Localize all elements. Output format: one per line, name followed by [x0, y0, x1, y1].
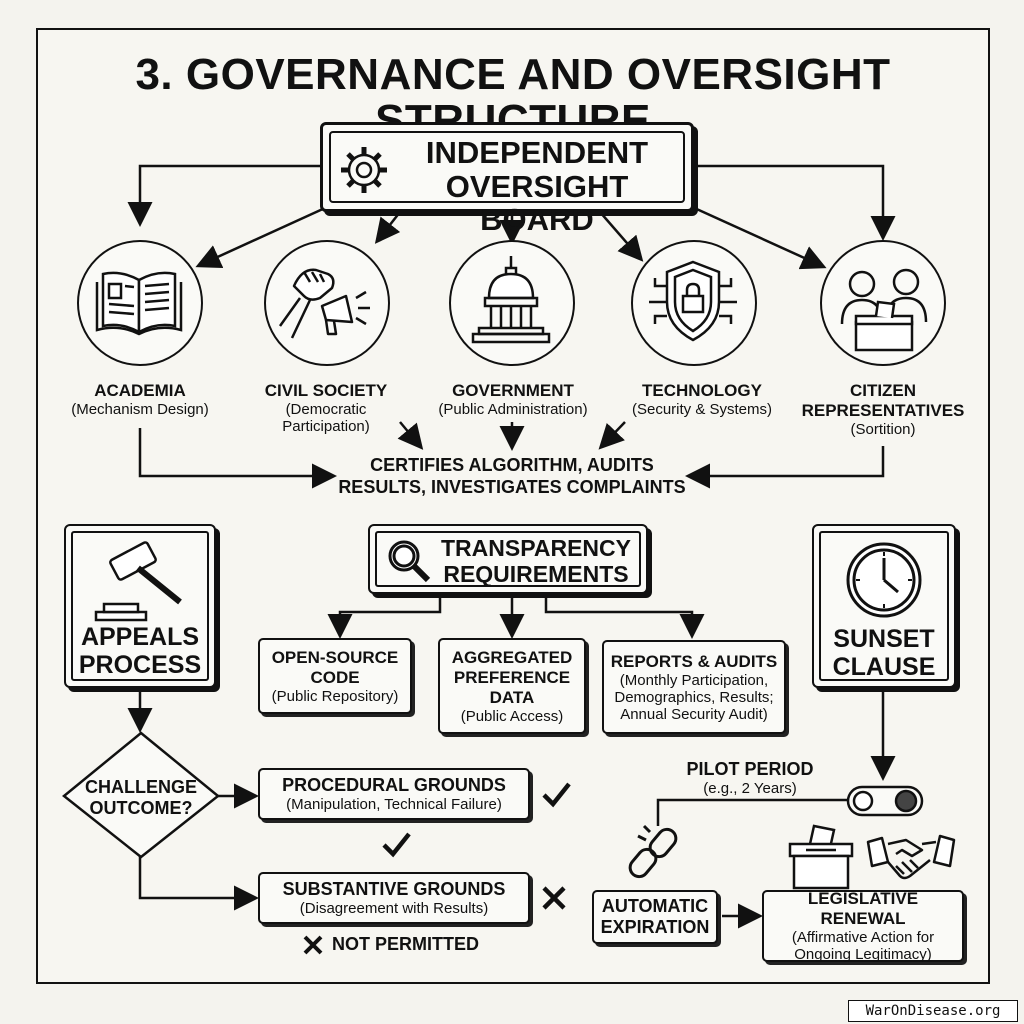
sunset-title-2: CLAUSE [832, 653, 936, 681]
aggregated-l2: PREFERENCE [453, 667, 571, 687]
toggle-switch-icon [846, 785, 924, 817]
civil-society-detail-2: Participation) [282, 418, 370, 435]
substantive-detail: (Disagreement with Results) [299, 900, 489, 917]
renewal-l2: Ongoing Legitimacy) [794, 946, 932, 963]
pilot-period-line1: PILOT PERIOD [686, 759, 814, 779]
academia-circle [77, 240, 203, 366]
open-source-l1: OPEN-SOURCE [271, 647, 399, 667]
watermark-badge: WarOnDisease.org [848, 1000, 1018, 1022]
civil-society-detail-1: (Democratic [285, 401, 367, 418]
reports-l1: REPORTS & AUDITS [610, 651, 778, 671]
open-source-l2: CODE [310, 667, 360, 687]
challenge-diamond [62, 731, 220, 859]
clock-icon [846, 542, 922, 618]
academia-name: ACADEMIA [94, 381, 186, 400]
checkmark-icon [542, 782, 571, 808]
challenge-line2: OUTCOME? [89, 798, 193, 818]
shield-lock-icon [649, 260, 737, 342]
broken-chain-icon [628, 824, 678, 879]
renewal-l1: (Affirmative Action for [791, 929, 935, 946]
automatic-l2: EXPIRATION [600, 917, 710, 937]
renewal-title: LEGISLATIVE RENEWAL [807, 889, 919, 928]
substantive-title: SUBSTANTIVE GROUNDS [282, 879, 506, 899]
magnifier-icon [388, 540, 431, 583]
procedural-detail: (Manipulation, Technical Failure) [286, 796, 502, 813]
gear-icon [341, 147, 387, 193]
aggregated-s1: (Public Access) [460, 707, 564, 725]
certifies-line2: RESULTS, INVESTIGATES COMPLAINTS [338, 477, 686, 497]
legislative-renewal-box: LEGISLATIVE RENEWAL (Affirmative Action … [762, 889, 964, 963]
board-title-line1: INDEPENDENT [425, 135, 649, 170]
citizen-detail: (Sortition) [850, 421, 916, 438]
appeals-title-2: PROCESS [78, 651, 202, 679]
transparency-title-1: TRANSPARENCY [441, 535, 631, 561]
transparency-box: TRANSPARENCY REQUIREMENTS [368, 524, 648, 594]
technology-label: TECHNOLOGY (Security & Systems) [612, 381, 792, 418]
procedural-title: PROCEDURAL GROUNDS [282, 775, 506, 795]
sunset-title-1: SUNSET [833, 625, 935, 653]
aggregated-l1: AGGREGATED [451, 647, 573, 667]
government-detail: (Public Administration) [438, 401, 588, 418]
oversight-board-box: INDEPENDENT OVERSIGHT BOARD [320, 122, 694, 235]
automatic-expiration-box: AUTOMATIC EXPIRATION [592, 890, 718, 944]
transparency-title-2: REQUIREMENTS [443, 561, 629, 587]
ballot-box-icon [788, 824, 854, 890]
appeals-box: APPEALS PROCESS [64, 524, 216, 688]
technology-circle [631, 240, 757, 366]
technology-name: TECHNOLOGY [642, 381, 762, 400]
civil-society-name: CIVIL SOCIETY [264, 381, 388, 400]
citizen-name-2: REPRESENTATIVES [801, 401, 965, 420]
handshake-icon [866, 834, 956, 880]
certifies-line1: CERTIFIES ALGORITHM, AUDITS [370, 455, 654, 475]
reports-s1: (Monthly Participation, [619, 671, 769, 689]
aggregated-data-box: AGGREGATED PREFERENCE DATA (Public Acces… [438, 638, 586, 734]
sunset-box: SUNSET CLAUSE [812, 524, 956, 688]
cross-icon [303, 935, 323, 955]
people-ballot-icon [840, 268, 928, 352]
citizen-label: CITIZEN REPRESENTATIVES (Sortition) [798, 381, 968, 438]
citizen-circle [820, 240, 946, 366]
reports-s3: Annual Security Audit) [620, 705, 768, 723]
checkmark-icon [382, 832, 411, 858]
technology-detail: (Security & Systems) [631, 401, 773, 418]
government-name: GOVERNMENT [452, 381, 574, 400]
not-permitted-label: NOT PERMITTED [332, 934, 479, 954]
cross-icon [542, 886, 566, 910]
gavel-icon [94, 541, 182, 622]
pilot-period-line2: (e.g., 2 Years) [703, 780, 797, 797]
government-label: GOVERNMENT (Public Administration) [416, 381, 610, 418]
open-source-s1: (Public Repository) [271, 687, 399, 705]
open-source-box: OPEN-SOURCE CODE (Public Repository) [258, 638, 412, 714]
civil-society-label: CIVIL SOCIETY (Democratic Participation) [246, 381, 406, 435]
aggregated-l3: DATA [489, 687, 535, 707]
procedural-box: PROCEDURAL GROUNDS (Manipulation, Techni… [258, 768, 530, 820]
citizen-name-1: CITIZEN [849, 381, 917, 400]
civil-society-circle [264, 240, 390, 366]
reports-s2: Demographics, Results; [614, 688, 774, 706]
government-circle [449, 240, 575, 366]
reports-audits-box: REPORTS & AUDITS (Monthly Participation,… [602, 640, 786, 734]
automatic-l1: AUTOMATIC [601, 896, 709, 916]
handshake-megaphone-icon [278, 268, 370, 339]
book-icon [95, 271, 183, 336]
challenge-line1: CHALLENGE [85, 777, 197, 797]
capitol-icon [471, 256, 551, 344]
board-title-line2: OVERSIGHT BOARD [445, 169, 629, 237]
appeals-title-1: APPEALS [80, 623, 200, 651]
academia-label: ACADEMIA (Mechanism Design) [50, 381, 230, 418]
substantive-box: SUBSTANTIVE GROUNDS (Disagreement with R… [258, 872, 530, 924]
academia-detail: (Mechanism Design) [71, 401, 209, 418]
